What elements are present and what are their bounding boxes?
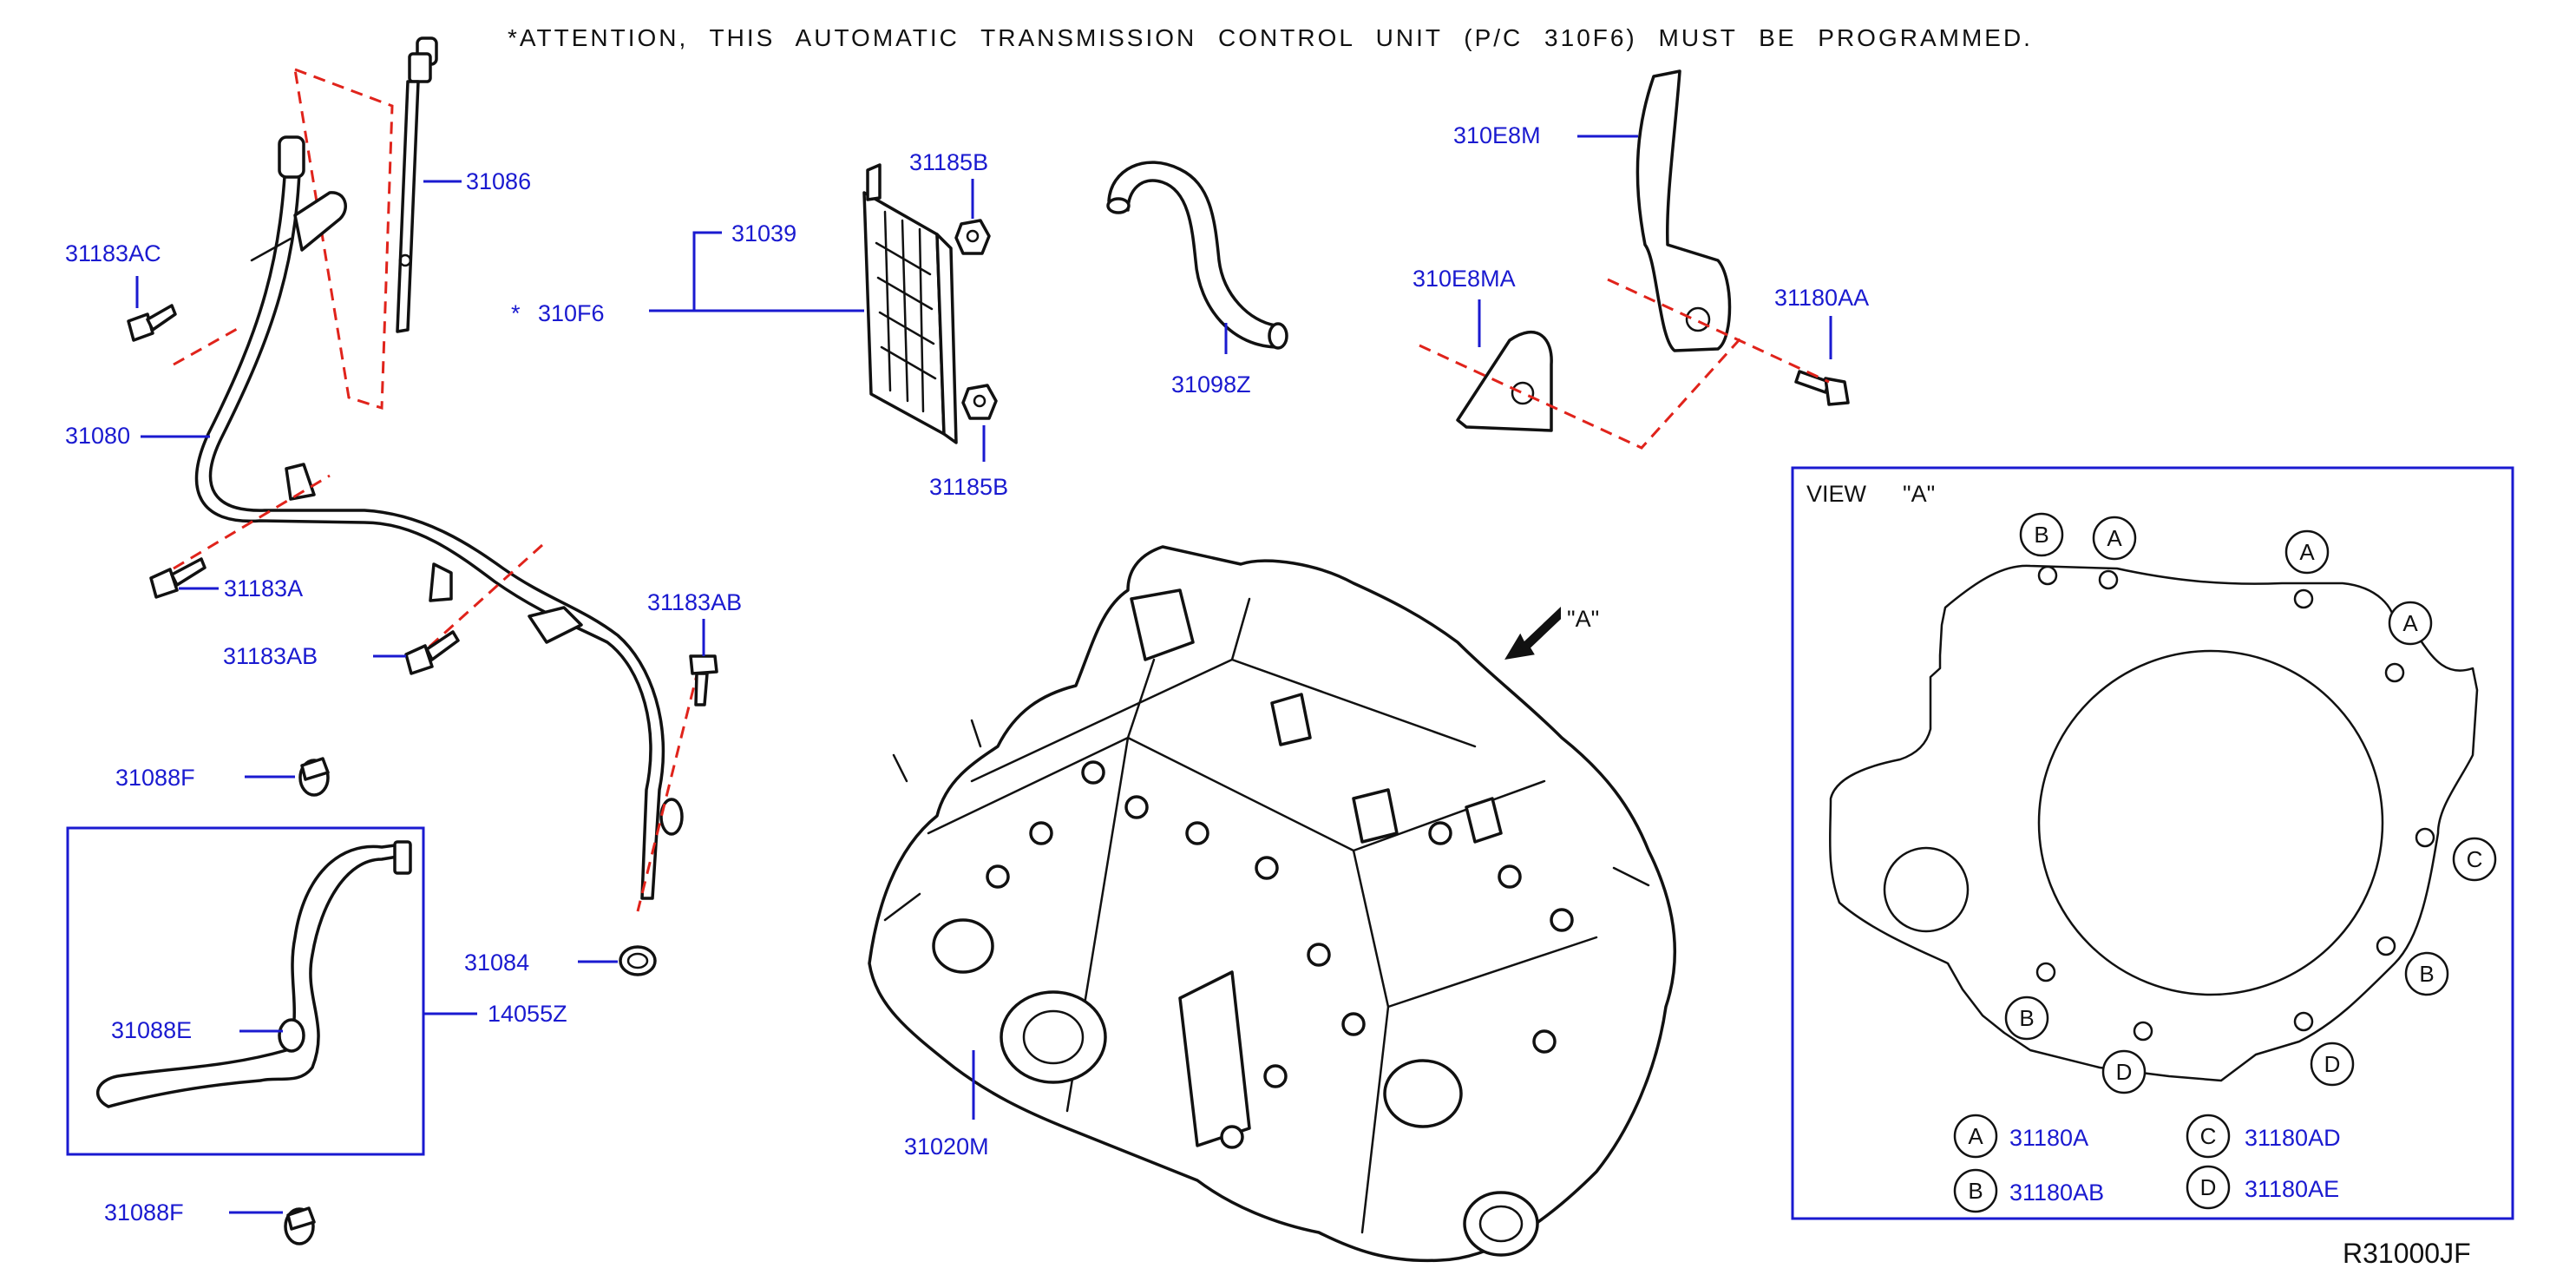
- label-31020M: 31020M: [904, 1134, 989, 1160]
- bolt-marker-circles: B A A A C B D D B: [2004, 512, 2497, 1094]
- bolt-31183AB-right-icon: [689, 654, 718, 706]
- view-A-arrow-label: "A": [1567, 606, 1599, 632]
- tcm-310F6-icon: [862, 163, 958, 444]
- marker-C-1: C: [2467, 846, 2483, 872]
- bolt-31183A-dash: [173, 474, 331, 570]
- legend-letter-C: C: [2200, 1123, 2217, 1149]
- bracket-310E8M-icon: [1635, 69, 1732, 352]
- label-31183AB-right: 31183AB: [647, 589, 742, 615]
- view-A-title: VIEW: [1806, 481, 1867, 507]
- bracket-dash: [1419, 278, 1830, 450]
- label-14055Z: 14055Z: [488, 1001, 567, 1027]
- transaxle-assembly-31020M-icon: [868, 545, 1677, 1263]
- label-31088E: 31088E: [111, 1017, 192, 1043]
- tube-31084-dash: [636, 667, 700, 912]
- marker-A-1: A: [2107, 525, 2122, 551]
- attention-note: *ATTENTION, THIS AUTOMATIC TRANSMISSION …: [508, 24, 2033, 51]
- marker-A-3: A: [2402, 610, 2418, 636]
- label-310E8MA: 310E8MA: [1413, 266, 1516, 292]
- legend-letter-A: A: [1968, 1123, 1983, 1149]
- marker-D-1: D: [2324, 1051, 2341, 1077]
- hose-clamp-31088F-bottom-icon: [284, 1206, 316, 1245]
- marker-B-1: B: [2034, 522, 2048, 548]
- bolt-31183AC-icon: [127, 304, 177, 342]
- view-A-box: [1791, 466, 2514, 1220]
- label-31098Z: 31098Z: [1171, 371, 1251, 398]
- legend-letter-D: D: [2200, 1174, 2217, 1200]
- label-31180AA: 31180AA: [1774, 285, 1869, 311]
- label-31088F-bottom: 31088F: [104, 1199, 184, 1226]
- label-31185B-top: 31185B: [909, 149, 988, 175]
- view-A-legend: A 31180A C 31180AD B 31180AB D 31180AE: [1953, 1114, 2341, 1213]
- label-310F6: 310F6: [538, 300, 605, 326]
- label-31080: 31080: [65, 423, 130, 449]
- figure-reference: R31000JF: [2343, 1238, 2471, 1269]
- hose-14055Z-icon: [95, 840, 412, 1108]
- grommet-31185B-top-icon: [954, 219, 991, 255]
- bolt-31183AB-left-icon: [404, 630, 460, 675]
- legend-part-31180AD: 31180AD: [2245, 1125, 2341, 1151]
- label-31183AB-left: 31183AB: [223, 643, 318, 669]
- case-outline-icon: [1828, 564, 2479, 1082]
- bolt-31183A-icon: [149, 557, 206, 599]
- oring-31084-icon: [619, 945, 657, 976]
- view-A-title-ref: "A": [1903, 481, 1935, 507]
- label-31084: 31084: [464, 950, 529, 976]
- label-31086: 31086: [466, 168, 531, 194]
- view-A-arrow-icon: [1504, 607, 1561, 660]
- legend-part-31180A: 31180A: [2009, 1125, 2088, 1151]
- bolt-31183AB-dash: [428, 543, 544, 648]
- marker-B-2: B: [2419, 961, 2434, 987]
- marker-A-2: A: [2299, 539, 2315, 565]
- marker-B-3: B: [2019, 1005, 2034, 1031]
- legend-part-31180AB: 31180AB: [2009, 1180, 2104, 1206]
- bolt-31180AA-icon: [1794, 370, 1850, 406]
- bracket-310E8MA-icon: [1456, 330, 1553, 432]
- legend-part-31180AE: 31180AE: [2245, 1176, 2339, 1202]
- legend-letter-B: B: [1968, 1178, 1983, 1204]
- hose-31098Z-icon: [1106, 161, 1288, 350]
- label-310F6-star: *: [511, 300, 521, 326]
- dipstick-guide-dash: [293, 67, 394, 411]
- label-310E8M: 310E8M: [1453, 122, 1541, 148]
- hose-14055Z-box: [66, 826, 425, 1156]
- label-31183A: 31183A: [224, 575, 303, 601]
- bolt-31183AC-dash: [173, 326, 239, 366]
- marker-D-2: D: [2116, 1059, 2133, 1085]
- charging-pipe-31080: [194, 135, 684, 900]
- grommet-31185B-bottom-icon: [961, 384, 998, 420]
- label-31183AC: 31183AC: [65, 240, 161, 266]
- label-31039: 31039: [731, 220, 796, 246]
- label-31088F-top: 31088F: [115, 765, 195, 791]
- dipstick-31086: [396, 36, 438, 333]
- hose-clamp-31088F-top-icon: [298, 757, 330, 797]
- label-31185B-bottom: 31185B: [929, 474, 1008, 500]
